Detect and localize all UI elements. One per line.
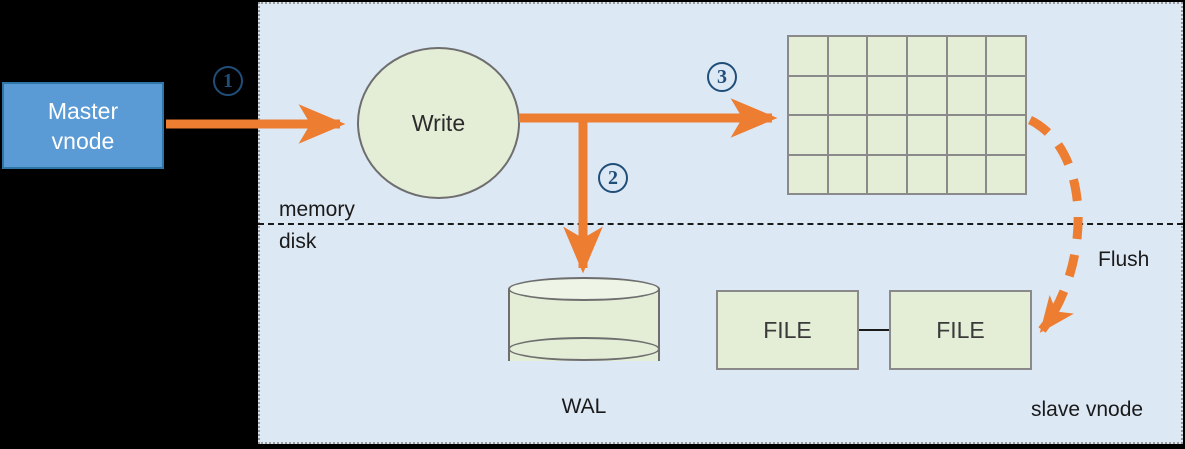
master-vnode-line1: Master — [47, 97, 119, 124]
step-badge-1-number: 1 — [223, 69, 233, 92]
memtable-cell — [789, 76, 827, 114]
memtable-cell — [947, 116, 986, 154]
memtable-cell — [947, 155, 986, 193]
file-box-1[interactable]: FILE — [716, 290, 859, 370]
slave-vnode-label: slave vnode — [1031, 398, 1144, 421]
file-box-2[interactable]: FILE — [889, 290, 1032, 370]
memtable-cell — [987, 37, 1025, 75]
write-node-label: Write — [411, 109, 466, 136]
memtable-cell — [828, 116, 867, 154]
disk-label: disk — [279, 230, 317, 253]
step-badge-3: 3 — [707, 62, 737, 92]
memtable-cell — [947, 37, 986, 75]
master-vnode-line2: vnode — [51, 127, 115, 154]
memtable-cell — [828, 37, 867, 75]
step-badge-2-number: 2 — [608, 166, 618, 189]
memtable-cell — [987, 116, 1025, 154]
memtable-cell — [828, 155, 867, 193]
memtable-cell — [789, 116, 827, 154]
memtable-cell — [908, 155, 946, 193]
memtable-cell — [908, 76, 946, 114]
memtable-cell — [908, 116, 946, 154]
file-box-1-label: FILE — [763, 316, 812, 343]
memory-label: memory — [279, 198, 355, 221]
memtable-cell — [868, 116, 906, 154]
memtable-cell — [908, 37, 946, 75]
file-connector-line — [859, 329, 889, 331]
master-vnode-box[interactable]: Master vnode — [2, 82, 164, 169]
memtable-cell — [868, 76, 906, 114]
memtable-cell — [947, 76, 986, 114]
file-box-2-label: FILE — [936, 316, 985, 343]
wal-cylinder-bottom — [508, 337, 660, 361]
write-node[interactable]: Write — [357, 47, 520, 199]
memtable-cell — [828, 76, 867, 114]
memtable-cell — [789, 37, 827, 75]
memtable-cell — [868, 37, 906, 75]
step-badge-2: 2 — [598, 163, 628, 193]
wal-cylinder[interactable] — [508, 277, 660, 373]
wal-cylinder-top — [508, 277, 660, 301]
wal-label: WAL — [561, 395, 607, 418]
step-badge-3-number: 3 — [717, 65, 727, 88]
memory-disk-divider — [258, 223, 1183, 225]
step-badge-1: 1 — [213, 66, 243, 96]
memtable-cell — [868, 155, 906, 193]
memtable-cell — [987, 76, 1025, 114]
memtable-grid — [787, 35, 1027, 195]
memtable-cell — [789, 155, 827, 193]
memtable-cell — [987, 155, 1025, 193]
flush-label: Flush — [1098, 248, 1150, 271]
